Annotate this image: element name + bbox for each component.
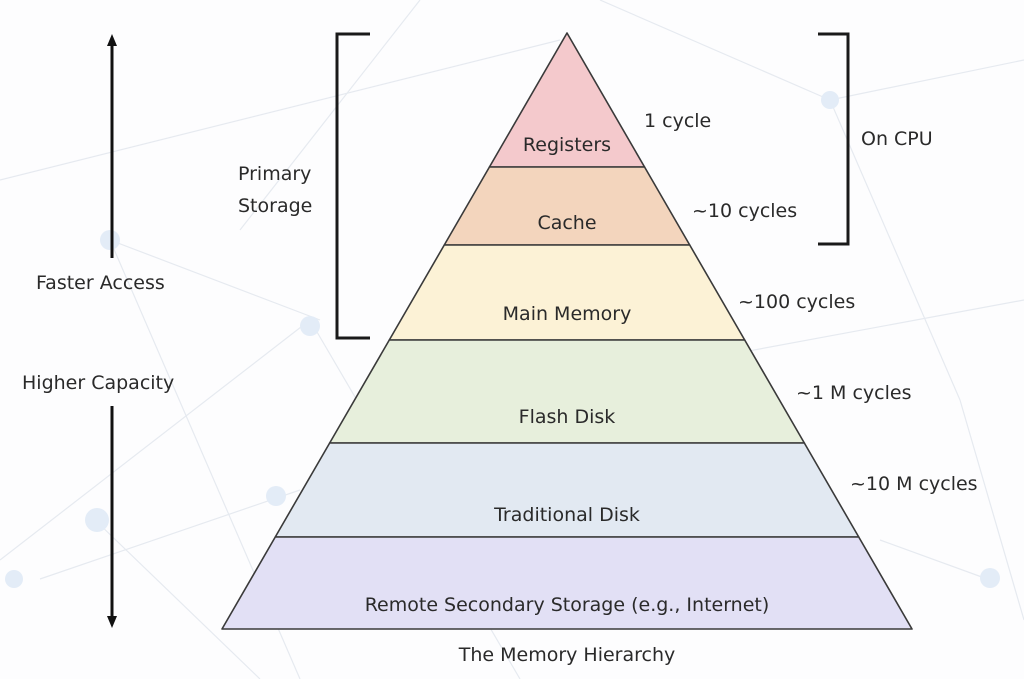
primary-storage-line1: Primary: [238, 163, 312, 185]
arrow-up-icon: [107, 34, 117, 46]
arrow-down-icon: [107, 616, 117, 628]
layer-latency-label: ~1 M cycles: [796, 382, 912, 404]
layer-latency-label: ~10 cycles: [692, 200, 798, 222]
diagram-title: The Memory Hierarchy: [458, 644, 676, 666]
primary-storage-bracket: [335, 32, 370, 340]
pyramid-layer-remote-secondary-storage-e-g-internet: [221, 536, 913, 630]
primary-storage-line2: Storage: [238, 195, 313, 217]
faster-access-label: Faster Access: [36, 272, 165, 294]
higher-capacity-label: Higher Capacity: [22, 372, 175, 394]
layer-name-label: Cache: [537, 212, 597, 234]
layer-latency-label: ~10 M cycles: [850, 473, 978, 495]
pyramid-layer-main-memory: [388, 244, 746, 341]
layer-name-label: Traditional Disk: [494, 504, 640, 526]
layer-name-label: Remote Secondary Storage (e.g., Internet…: [364, 594, 770, 616]
layer-latency-label: 1 cycle: [644, 110, 712, 132]
layer-latency-label: ~100 cycles: [738, 291, 856, 313]
on-cpu-label: On CPU: [861, 128, 933, 150]
layer-name-label: Main Memory: [502, 303, 632, 325]
layer-name-label: Registers: [522, 134, 612, 156]
layer-name-label: Flash Disk: [518, 406, 616, 428]
primary-storage-label: Primary Storage: [238, 158, 312, 222]
on-cpu-bracket: [818, 32, 850, 246]
